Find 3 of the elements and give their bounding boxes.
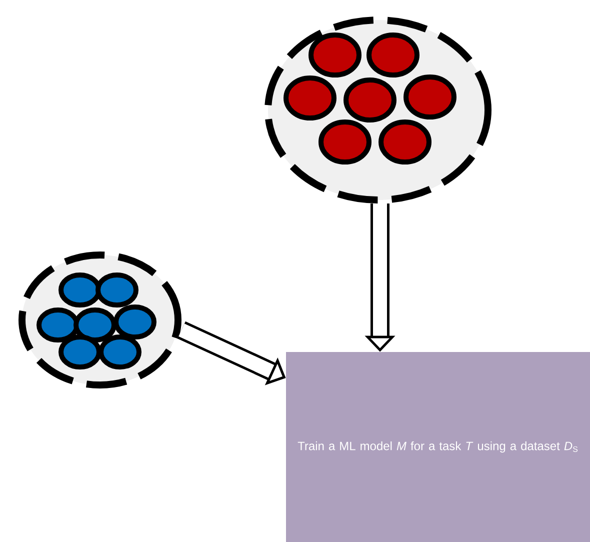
text-box: Train a ML model M for a task T using a dataset D$_{S}$ <box>286 352 590 542</box>
cluster-drawing <box>18 252 182 388</box>
cluster-drawing <box>264 16 492 204</box>
